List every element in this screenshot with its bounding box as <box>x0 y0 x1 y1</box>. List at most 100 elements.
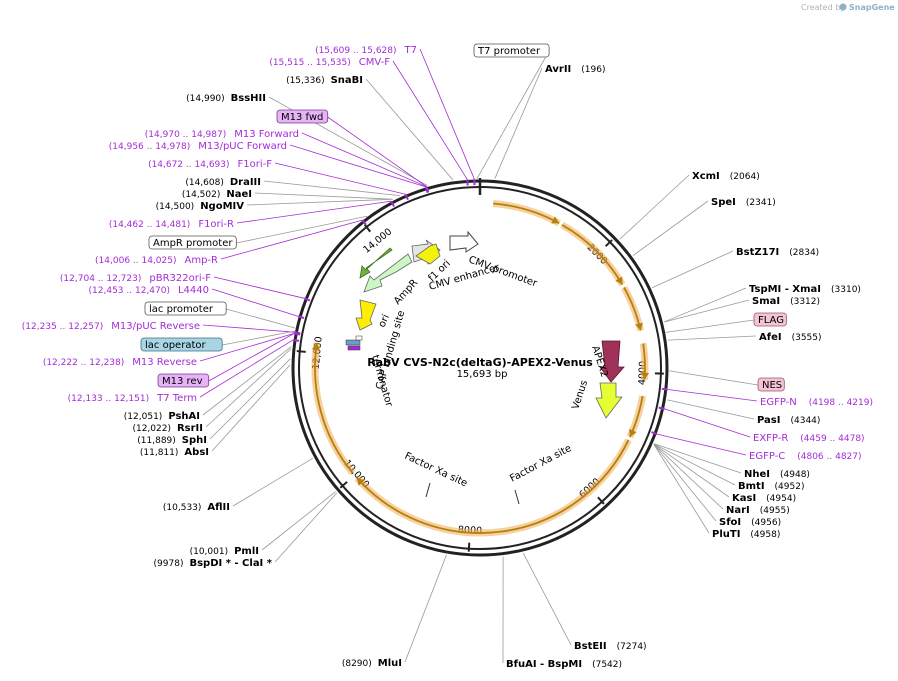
boxed-label[interactable]: FLAG <box>753 312 787 327</box>
factor-xa-mark-2 <box>514 489 520 505</box>
orf-arc[interactable] <box>492 200 561 227</box>
ampr-arrow[interactable] <box>363 253 413 293</box>
site-name[interactable]: NgoMIV <box>200 201 244 212</box>
tick-mark <box>604 239 613 247</box>
primer-name[interactable]: T7 <box>404 45 417 56</box>
site-name[interactable]: SphI <box>182 435 207 446</box>
site-name[interactable]: BfuAI - BspMI <box>506 659 582 670</box>
orf-arrowhead <box>615 276 623 285</box>
primer-name[interactable]: M13 Forward <box>234 129 299 140</box>
site-leader <box>263 180 401 197</box>
boxed-label[interactable]: AmpR promoter <box>148 235 237 250</box>
site-position: (8290) <box>342 659 372 669</box>
primer-name[interactable]: F1ori-R <box>198 219 234 230</box>
boxed-label[interactable]: M13 rev <box>157 373 210 388</box>
f1-ori-arrow[interactable] <box>415 243 441 265</box>
site-name[interactable]: SmaI <box>752 296 780 307</box>
primer-leader <box>220 219 363 260</box>
boxed-label-leader <box>668 370 759 386</box>
orf-arcs <box>311 200 650 537</box>
site-name[interactable]: SpeI <box>711 197 736 208</box>
plasmid-title: RabV CVS-N2c(deltaG)-APEX2-Venus <box>367 356 593 369</box>
primer-name[interactable]: F1ori-F <box>238 159 273 170</box>
boxed-label-text: lac promoter <box>149 304 214 315</box>
primer-leader <box>667 389 758 402</box>
boxed-label-leader <box>665 319 755 333</box>
site-name[interactable]: AflII <box>207 502 230 513</box>
boxed-label[interactable]: lac operator <box>140 337 223 352</box>
site-name[interactable]: NarI <box>726 505 750 516</box>
primer-tick <box>658 406 665 410</box>
primer-name[interactable]: M13/pUC Forward <box>198 141 287 152</box>
primer-name[interactable]: CMV-F <box>359 57 390 68</box>
boxed-label-frame <box>757 377 785 392</box>
boxed-label[interactable]: M13 fwd <box>276 109 329 124</box>
primer-name[interactable]: L4440 <box>178 285 209 296</box>
lac-promoter-mark <box>355 335 363 341</box>
site-name[interactable]: KasI <box>732 493 756 504</box>
site-position: (4954) <box>766 494 796 504</box>
primer-name[interactable]: pBR322ori-F <box>149 273 211 284</box>
site-leader <box>202 346 292 416</box>
primer-name[interactable]: Amp-R <box>185 255 219 266</box>
boxed-label-text: NES <box>762 380 782 391</box>
site-name[interactable]: TspMI - XmaI <box>749 284 821 295</box>
cmv-promoter-arrow[interactable] <box>449 230 479 253</box>
credit-brand: SnapGene <box>849 3 895 12</box>
site-name[interactable]: BstEII <box>574 641 607 652</box>
site-name[interactable]: PasI <box>757 415 780 426</box>
ampr-label: AmpR <box>392 277 420 307</box>
inner-features <box>292 179 668 505</box>
site-position: (14,500) <box>156 202 195 212</box>
primer-name[interactable]: M13/pUC Reverse <box>111 321 200 332</box>
primer-name[interactable]: EXFP-R <box>753 433 788 444</box>
factor-xa-mark-1 <box>425 482 431 498</box>
site-position: (15,336) <box>286 76 325 86</box>
site-name[interactable]: DraIII <box>230 177 261 188</box>
apex2-arrow[interactable] <box>599 340 625 383</box>
site-name[interactable]: XcmI <box>692 171 720 182</box>
orf-arrowhead <box>551 216 560 224</box>
site-name[interactable]: PmlI <box>234 546 259 557</box>
site-leader <box>664 287 747 323</box>
primer-tick <box>303 297 311 302</box>
site-leader <box>653 443 724 510</box>
boxed-label[interactable]: NES <box>757 377 785 392</box>
primer-leader <box>199 332 295 362</box>
site-position: (7274) <box>617 642 647 652</box>
boxed-label-leader <box>236 215 368 244</box>
site-name[interactable]: NheI <box>744 469 770 480</box>
ampr-promoter-arrow[interactable] <box>359 247 393 279</box>
site-name[interactable]: NaeI <box>226 189 252 200</box>
site-name[interactable]: AfeI <box>759 332 782 343</box>
site-name[interactable]: PshAI <box>168 411 200 422</box>
venus-label: Venus <box>570 379 590 411</box>
ori-arrow[interactable] <box>355 299 377 331</box>
boxed-label[interactable]: T7 promoter <box>473 43 550 58</box>
primer-name[interactable]: EGFP-N <box>760 397 797 408</box>
site-name[interactable]: BspDI * - ClaI * <box>189 558 272 569</box>
site-name[interactable]: BmtI <box>738 481 765 492</box>
site-name[interactable]: SfoI <box>719 517 741 528</box>
site-name[interactable]: AbsI <box>184 447 209 458</box>
boxed-label[interactable]: lac promoter <box>144 301 227 316</box>
venus-arrow[interactable] <box>595 382 623 419</box>
site-name[interactable]: MluI <box>378 658 402 669</box>
primer-tick <box>404 193 409 201</box>
site-name[interactable]: BssHII <box>231 93 266 104</box>
primer-name[interactable]: T7 Term <box>156 393 197 404</box>
primer-ticks <box>292 179 668 436</box>
site-name[interactable]: AvrII <box>545 64 571 75</box>
primer-name[interactable]: M13 Reverse <box>132 357 197 368</box>
lac-operator-mark <box>345 339 361 346</box>
site-name[interactable]: PluTI <box>712 529 740 540</box>
site-name[interactable]: RsrII <box>177 423 203 434</box>
primer-name[interactable]: EGFP-C <box>749 451 785 462</box>
boxed-label-text: FLAG <box>758 315 784 326</box>
factor-xa-label-2: Factor Xa site <box>508 443 573 485</box>
site-name[interactable]: BstZ17I <box>736 247 779 258</box>
site-position: (4956) <box>751 518 781 528</box>
primer-leader <box>656 433 747 456</box>
boxed-label-leader <box>208 333 295 382</box>
site-name[interactable]: SnaBI <box>331 75 363 86</box>
